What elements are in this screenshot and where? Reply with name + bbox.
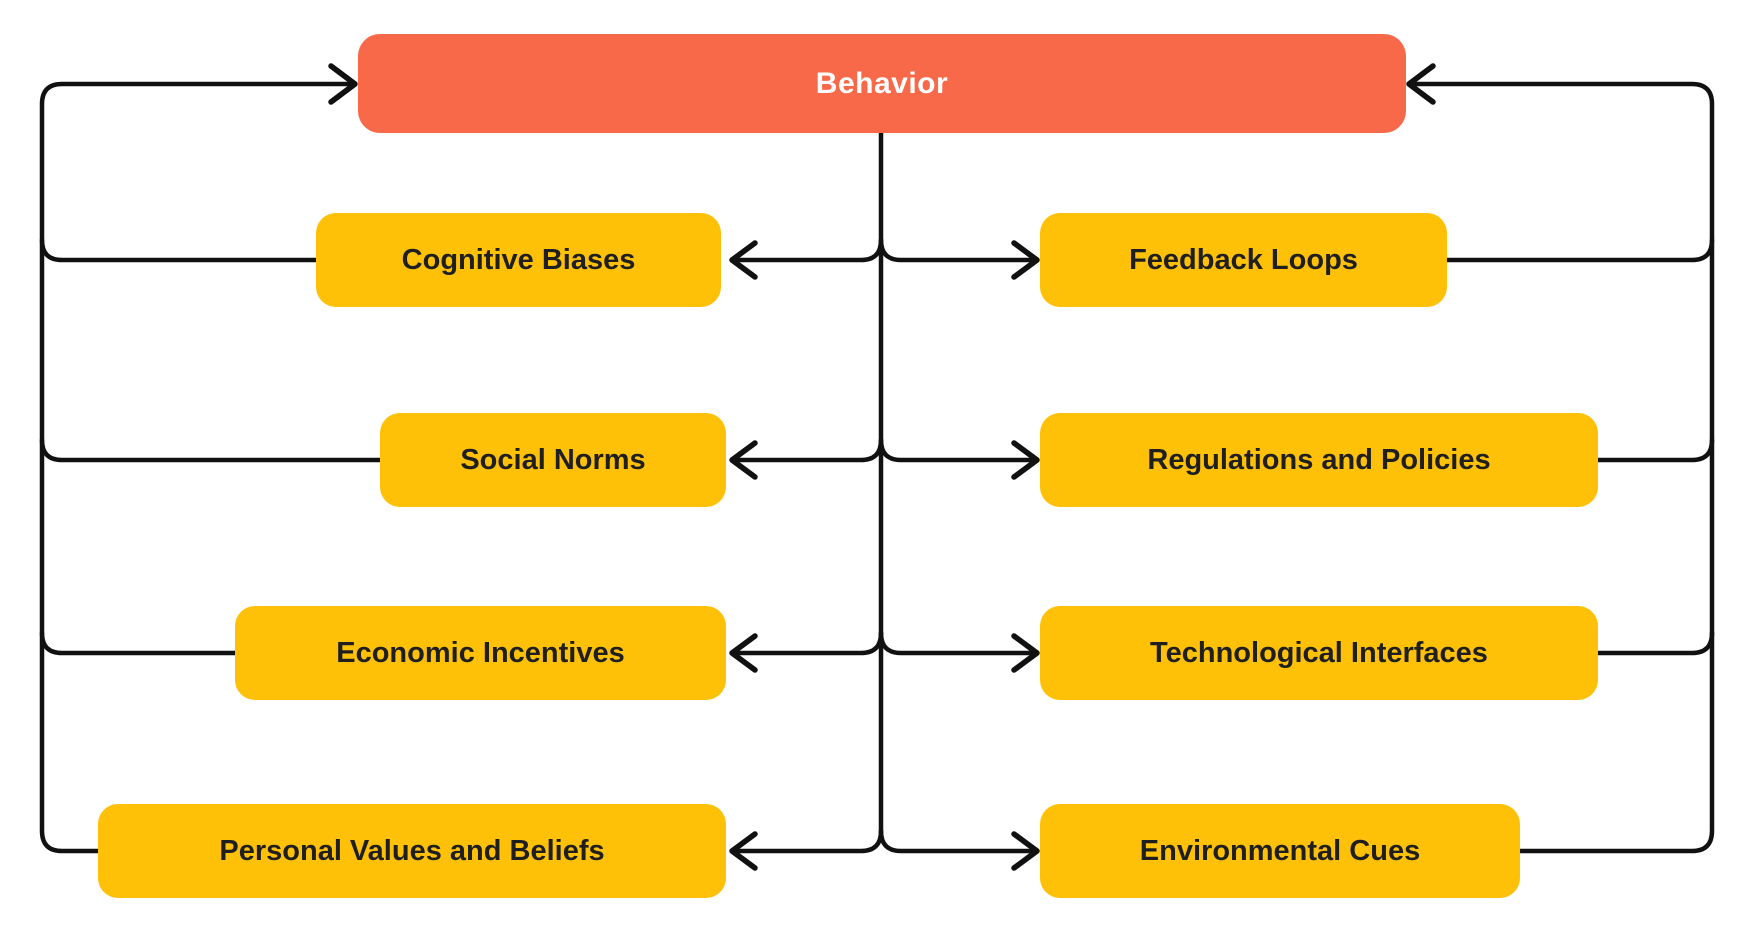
node-regulations-and-policies: Regulations and Policies: [1040, 413, 1598, 507]
node-personal-values-and-beliefs: Personal Values and Beliefs: [98, 804, 726, 898]
node-cognitive-biases: Cognitive Biases: [316, 213, 721, 307]
node-behavior: Behavior: [358, 34, 1406, 133]
arrow-into-behavior-right: [1406, 63, 1436, 105]
node-economic-incentives: Economic Incentives: [235, 606, 726, 700]
arrow-into-cognitive-biases: [729, 240, 758, 280]
arrow-into-technological-interfaces: [1011, 633, 1040, 673]
arrow-into-environmental-cues: [1011, 831, 1040, 871]
left-rail-connector: [39, 63, 387, 854]
arrow-into-economic-incentives: [729, 633, 758, 673]
node-social-norms: Social Norms: [380, 413, 726, 507]
center-spine-connector: [729, 130, 1040, 871]
arrow-into-personal-values-and-beliefs: [729, 831, 758, 871]
node-environmental-cues: Environmental Cues: [1040, 804, 1520, 898]
arrow-into-feedback-loops: [1011, 240, 1040, 280]
node-technological-interfaces: Technological Interfaces: [1040, 606, 1598, 700]
arrow-into-social-norms: [729, 440, 758, 480]
right-rail-connector: [1406, 63, 1715, 854]
node-feedback-loops: Feedback Loops: [1040, 213, 1447, 307]
arrow-into-behavior-left: [328, 63, 358, 105]
arrow-into-regulations-and-policies: [1011, 440, 1040, 480]
